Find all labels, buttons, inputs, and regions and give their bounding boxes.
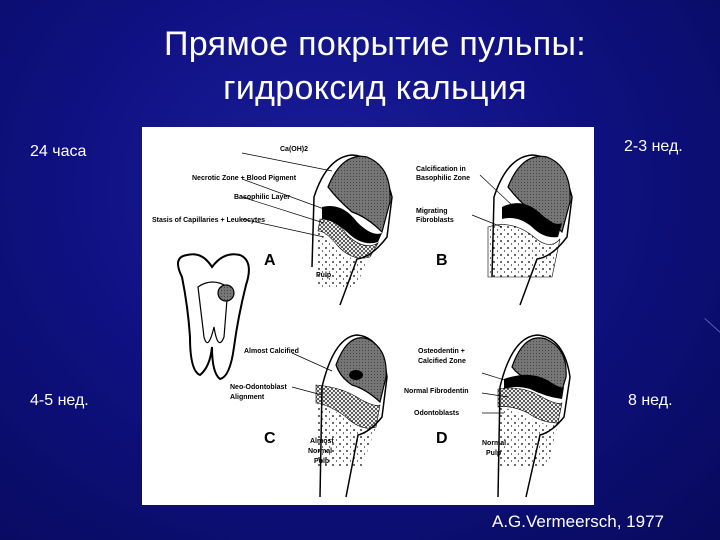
panel-a-label-basophilic: Basophilic Layer [234,194,290,201]
time-label-2-3wk: 2-3 нед. [624,138,683,155]
panel-a-label-pulp: Pulp [316,272,331,279]
panel-b-label-calcification: Calcification in [416,166,466,173]
time-label-24h: 24 часа [30,143,87,160]
panel-c-label-almost-calcified: Almost Calcified [244,348,299,355]
panel-a: Ca(OH)2 Necrotic Zone + Blood Pigment Ba… [152,146,393,306]
panel-a-label-stasis: Stasis of Capillaries + Leukocytes [152,217,265,224]
panel-a-label-necrotic: Necrotic Zone + Blood Pigment [192,175,297,182]
tooth-outline [177,253,250,381]
panel-d-letter: D [436,430,448,447]
citation-credit: A.G.Vermeersch, 1977 [492,512,664,531]
panel-c-label-pulp: Pulp [314,458,329,465]
panel-b: Calcification in Basophilic Zone Migrati… [416,154,573,306]
panel-d-label-normal: Normal [482,440,506,447]
panel-a-letter: A [264,252,276,269]
title-line-2: гидроксид кальция [223,69,527,107]
panel-b-label-basophilic-zone: Basophilic Zone [416,175,470,182]
panel-d-label-pulp: Pulp [486,450,501,457]
decorative-line [704,318,720,339]
panel-c-label-almost: Almost [310,438,334,445]
panel-d-label-normal-fibrodentin: Normal Fibrodentin [404,388,469,395]
panel-c-label-alignment: Alignment [230,394,265,401]
time-label-4-5wk: 4-5 нед. [30,392,89,409]
panel-c: Almost Calcified Neo-Odontoblast Alignme… [230,334,388,498]
time-label-8wk: 8 нед. [628,392,673,409]
slide-title: Прямое покрытие пульпы: гидроксид кальци… [0,22,720,110]
panel-b-label-fibroblasts: Fibroblasts [416,217,454,224]
panel-c-label-normal: Normal [308,448,332,455]
pulp-capping-figure: Ca(OH)2 Necrotic Zone + Blood Pigment Ba… [142,127,594,505]
panel-c-letter: C [264,430,276,447]
panel-d-label-osteodentin: Osteodentin + [418,348,465,355]
panel-d-label-odontoblasts: Odontoblasts [414,410,459,417]
title-line-1: Прямое покрытие пульпы: [164,25,586,63]
panel-b-label-migrating: Migrating [416,208,448,215]
panel-b-letter: B [436,252,448,269]
panel-d: Osteodentin + Calcified Zone Normal Fibr… [404,334,571,498]
panel-c-label-neo-odontoblast: Neo-Odontoblast [230,384,287,391]
panel-a-label-caoh2: Ca(OH)2 [280,146,308,153]
histology-diagram: Ca(OH)2 Necrotic Zone + Blood Pigment Ba… [152,146,573,498]
panel-d-label-calcified-zone: Calcified Zone [418,358,466,365]
